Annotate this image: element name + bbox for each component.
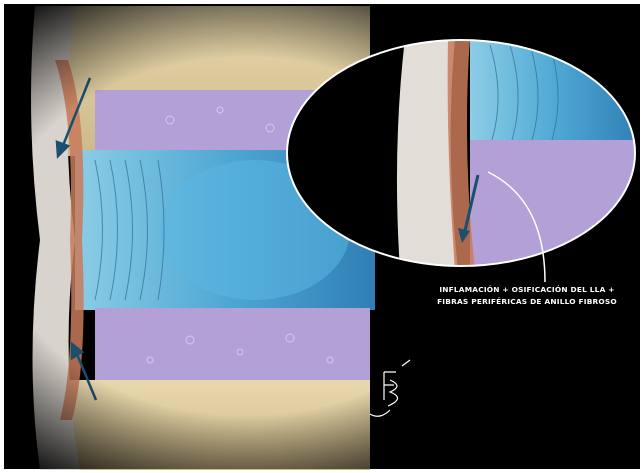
left-shadow: [4, 4, 24, 469]
caption-line-1: INFLAMACIÓN + OSIFICACIÓN DEL LLA +: [411, 284, 643, 296]
illustration-caption: INFLAMACIÓN + OSIFICACIÓN DEL LLA + FIBR…: [411, 284, 643, 308]
caption-line-2: FIBRAS PERIFÉRICAS DE ANILLO FIBROSO: [411, 296, 643, 308]
